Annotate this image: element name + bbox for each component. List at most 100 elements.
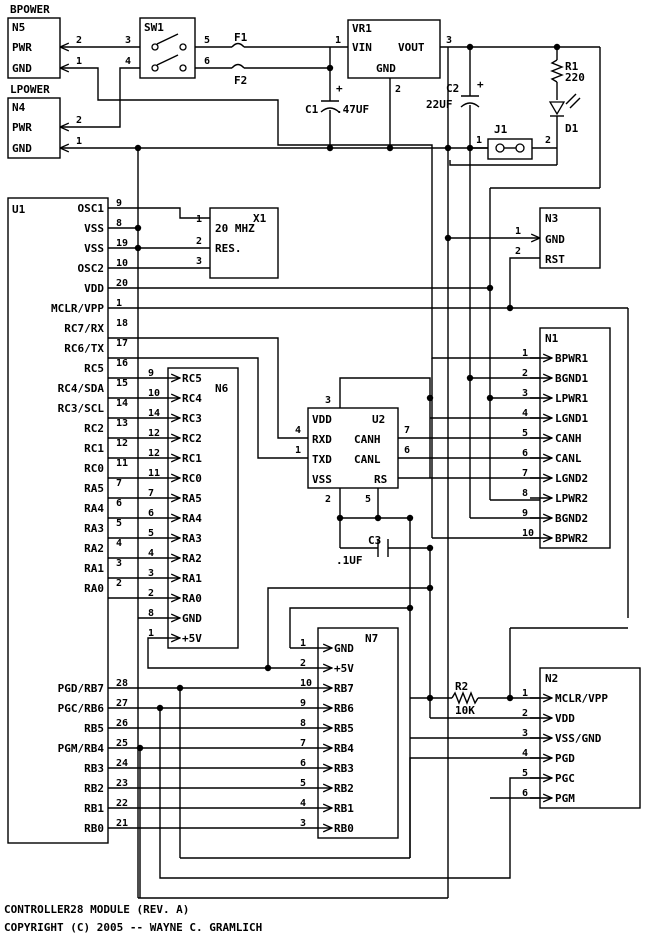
u1-pin-number: 21 [116,818,128,829]
u1-pin-label: PGD/RB7 [58,682,104,695]
vr1-num-3: 3 [446,35,452,46]
j1-num-2: 2 [545,135,551,146]
u1-pin-number: 3 [116,558,122,569]
u1-pin-number: 22 [116,798,128,809]
u2-vss: VSS [312,473,332,486]
n3-pin-gnd: GND [545,233,565,246]
wires [60,47,629,899]
u2-canl: CANL [354,453,381,466]
n7-pin-number: 8 [300,718,306,729]
sw1-num-6: 6 [204,56,210,67]
u1-pin-label: RB2 [84,782,104,795]
u1-pin-label: RB1 [84,802,104,815]
connector-n1: N1 BPWR11BGND12LPWR13LGND14CANH5CANL6LGN… [522,327,611,549]
u2-num-1: 1 [295,445,301,456]
c3-ref: C3 [368,534,381,547]
x1-num-1: 1 [196,214,202,225]
n1-pin-label: BPWR1 [555,352,588,365]
n7-pin-number: 4 [300,798,306,809]
u1-pin-number: 25 [116,738,128,749]
capacitor-c3: C3 .1UF [336,534,389,567]
n2-pin-label: PGM [555,792,575,805]
r2-value: 10K [455,704,475,717]
d1-ref: D1 [565,122,579,135]
u1-pin-number: 6 [116,498,122,509]
c1-value: .47UF [336,103,369,116]
n1-pin-number: 10 [522,528,534,539]
n2-pin-label: PGC [555,772,575,785]
n6-pin-number: 5 [148,528,154,539]
u2-num-5: 5 [365,494,371,505]
x1-res: RES. [215,242,242,255]
u1-pin-number: 5 [116,518,122,529]
u1-pin-number: 7 [116,478,122,489]
n2-pin-label: VDD [555,712,575,725]
u1-pin-label: VSS [84,222,104,235]
n6-pin-label: RA2 [182,552,202,565]
n1-pin-number: 1 [522,348,528,359]
u2-num-3: 3 [325,395,331,406]
u1-pin-label: RB5 [84,722,104,735]
c2-ref: C2 [446,82,459,95]
n7-pin-number: 6 [300,758,306,769]
u1-pin-label: RB3 [84,762,104,775]
u2-num-6: 6 [404,445,410,456]
capacitor-c1: + C1 .47UF [305,82,369,116]
jumper-j1: J1 1 2 [476,123,551,160]
n1-pin-label: LPWR1 [555,392,588,405]
u2-num-4: 4 [295,425,301,436]
n4-num-1: 1 [76,136,82,147]
resistor-r2: R2 10K [451,680,479,717]
c1-plus: + [336,82,343,95]
u1-pin-label: PGM/RB4 [58,742,105,755]
u1-pin-number: 4 [116,538,122,549]
n2-pin-label: PGD [555,752,575,765]
n2-pin-number: 1 [522,688,528,699]
n1-pin-label: CANH [555,432,582,445]
vr1-num-1: 1 [335,35,341,46]
u1-pin-label: MCLR/VPP [51,302,104,315]
n7-pin-label: RB1 [334,802,354,815]
n1-pin-label: BPWR2 [555,532,588,545]
n7-pin-number: 5 [300,778,306,789]
n6-pin-number: 8 [148,608,154,619]
n7-pin-label: RB7 [334,682,354,695]
n7-pin-label: RB0 [334,822,354,835]
r2-ref: R2 [455,680,468,693]
n5-num-1: 1 [76,56,82,67]
n5-ref: N5 [12,21,25,34]
n2-pin-label: VSS/GND [555,732,602,745]
x1-num-2: 2 [196,236,202,247]
u1-pin-number: 13 [116,418,128,429]
n1-pin-number: 4 [522,408,528,419]
n1-pin-label: BGND1 [555,372,588,385]
footer-copyright: COPYRIGHT (C) 2005 -- WAYNE C. GRAMLICH [4,921,262,934]
r1-value: 220 [565,71,585,84]
u1-pin-label: RA3 [84,522,104,535]
fuses: F1 F2 [231,31,248,87]
u1-pin-label: RC4/SDA [58,382,105,395]
vr1-vout: VOUT [398,41,425,54]
n4-pin-gnd: GND [12,142,32,155]
u1-pin-label: RA1 [84,562,104,575]
n7-pin-label: RB3 [334,762,354,775]
n2-ref: N2 [545,672,558,685]
u2-num-2: 2 [325,494,331,505]
u1-pin-number: 14 [116,398,128,409]
n2-pin-number: 2 [522,708,528,719]
sw1-num-3: 3 [125,35,131,46]
u1-pin-label: RC1 [84,442,104,455]
n1-pin-number: 6 [522,448,528,459]
j1-ref: J1 [494,123,508,136]
connector-n3: N3 GND RST 1 2 [515,207,601,269]
n7-pin-number: 3 [300,818,306,829]
u2-vdd: VDD [312,413,332,426]
u1-pin-number: 1 [116,298,122,309]
n1-ref: N1 [545,332,559,345]
u1-pin-number: 12 [116,438,128,449]
u1-pin-label: PGC/RB6 [58,702,105,715]
resonator-x1: X1 20 MHZ RES. 1 2 3 [196,207,279,279]
